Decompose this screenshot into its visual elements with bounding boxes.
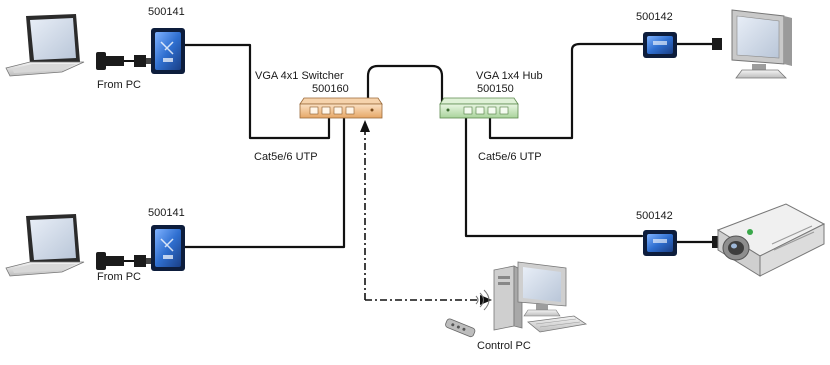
vga-switcher-500160 [299,97,383,119]
remote-control-icon [445,318,476,338]
cable-right-label: Cat5e/6 UTP [478,151,542,163]
vga-plug-icon [712,38,722,50]
vga-cable-icon [96,52,152,70]
cable-left-label: Cat5e/6 UTP [254,151,318,163]
switcher-code-label: 500160 [312,83,349,95]
arrow-to-switcher-icon [360,120,370,132]
cable-bl-to-switcher [183,116,346,249]
cable-switcher-to-hub [366,64,444,104]
switcher-name-label: VGA 4x1 Switcher [255,70,344,82]
vga-plug-icon [712,236,722,248]
monitor-icon [731,9,792,79]
vga-cable-icon [96,252,152,270]
adapter-500142-top [643,32,677,58]
adapter-500141-bottom [151,225,185,271]
hub-code-label: 500150 [477,83,514,95]
adapter-bl-label: 500141 [148,207,185,219]
vga-hub-500150 [439,97,519,119]
cable-hub-to-projector-adapter [464,116,644,238]
desktop-pc-icon [493,261,588,333]
from-pc-top-label: From PC [97,79,141,91]
control-pc-label: Control PC [477,340,531,352]
adapter-tr-label: 500142 [636,11,673,23]
projector-icon [716,203,826,277]
cable-tl-to-switcher [183,43,331,140]
adapter-br-label: 500142 [636,210,673,222]
laptop-icon [5,14,85,77]
adapter-500141-top [151,28,185,74]
adapter-tl-label: 500141 [148,6,185,18]
hub-name-label: VGA 1x4 Hub [476,70,543,82]
adapter-500142-bottom [643,230,677,256]
laptop-icon [5,214,85,277]
cable-hub-to-monitor-adapter [488,42,645,140]
from-pc-bottom-label: From PC [97,271,141,283]
arrow-to-control-pc-icon [480,295,492,305]
ir-signal-icon [475,289,490,311]
